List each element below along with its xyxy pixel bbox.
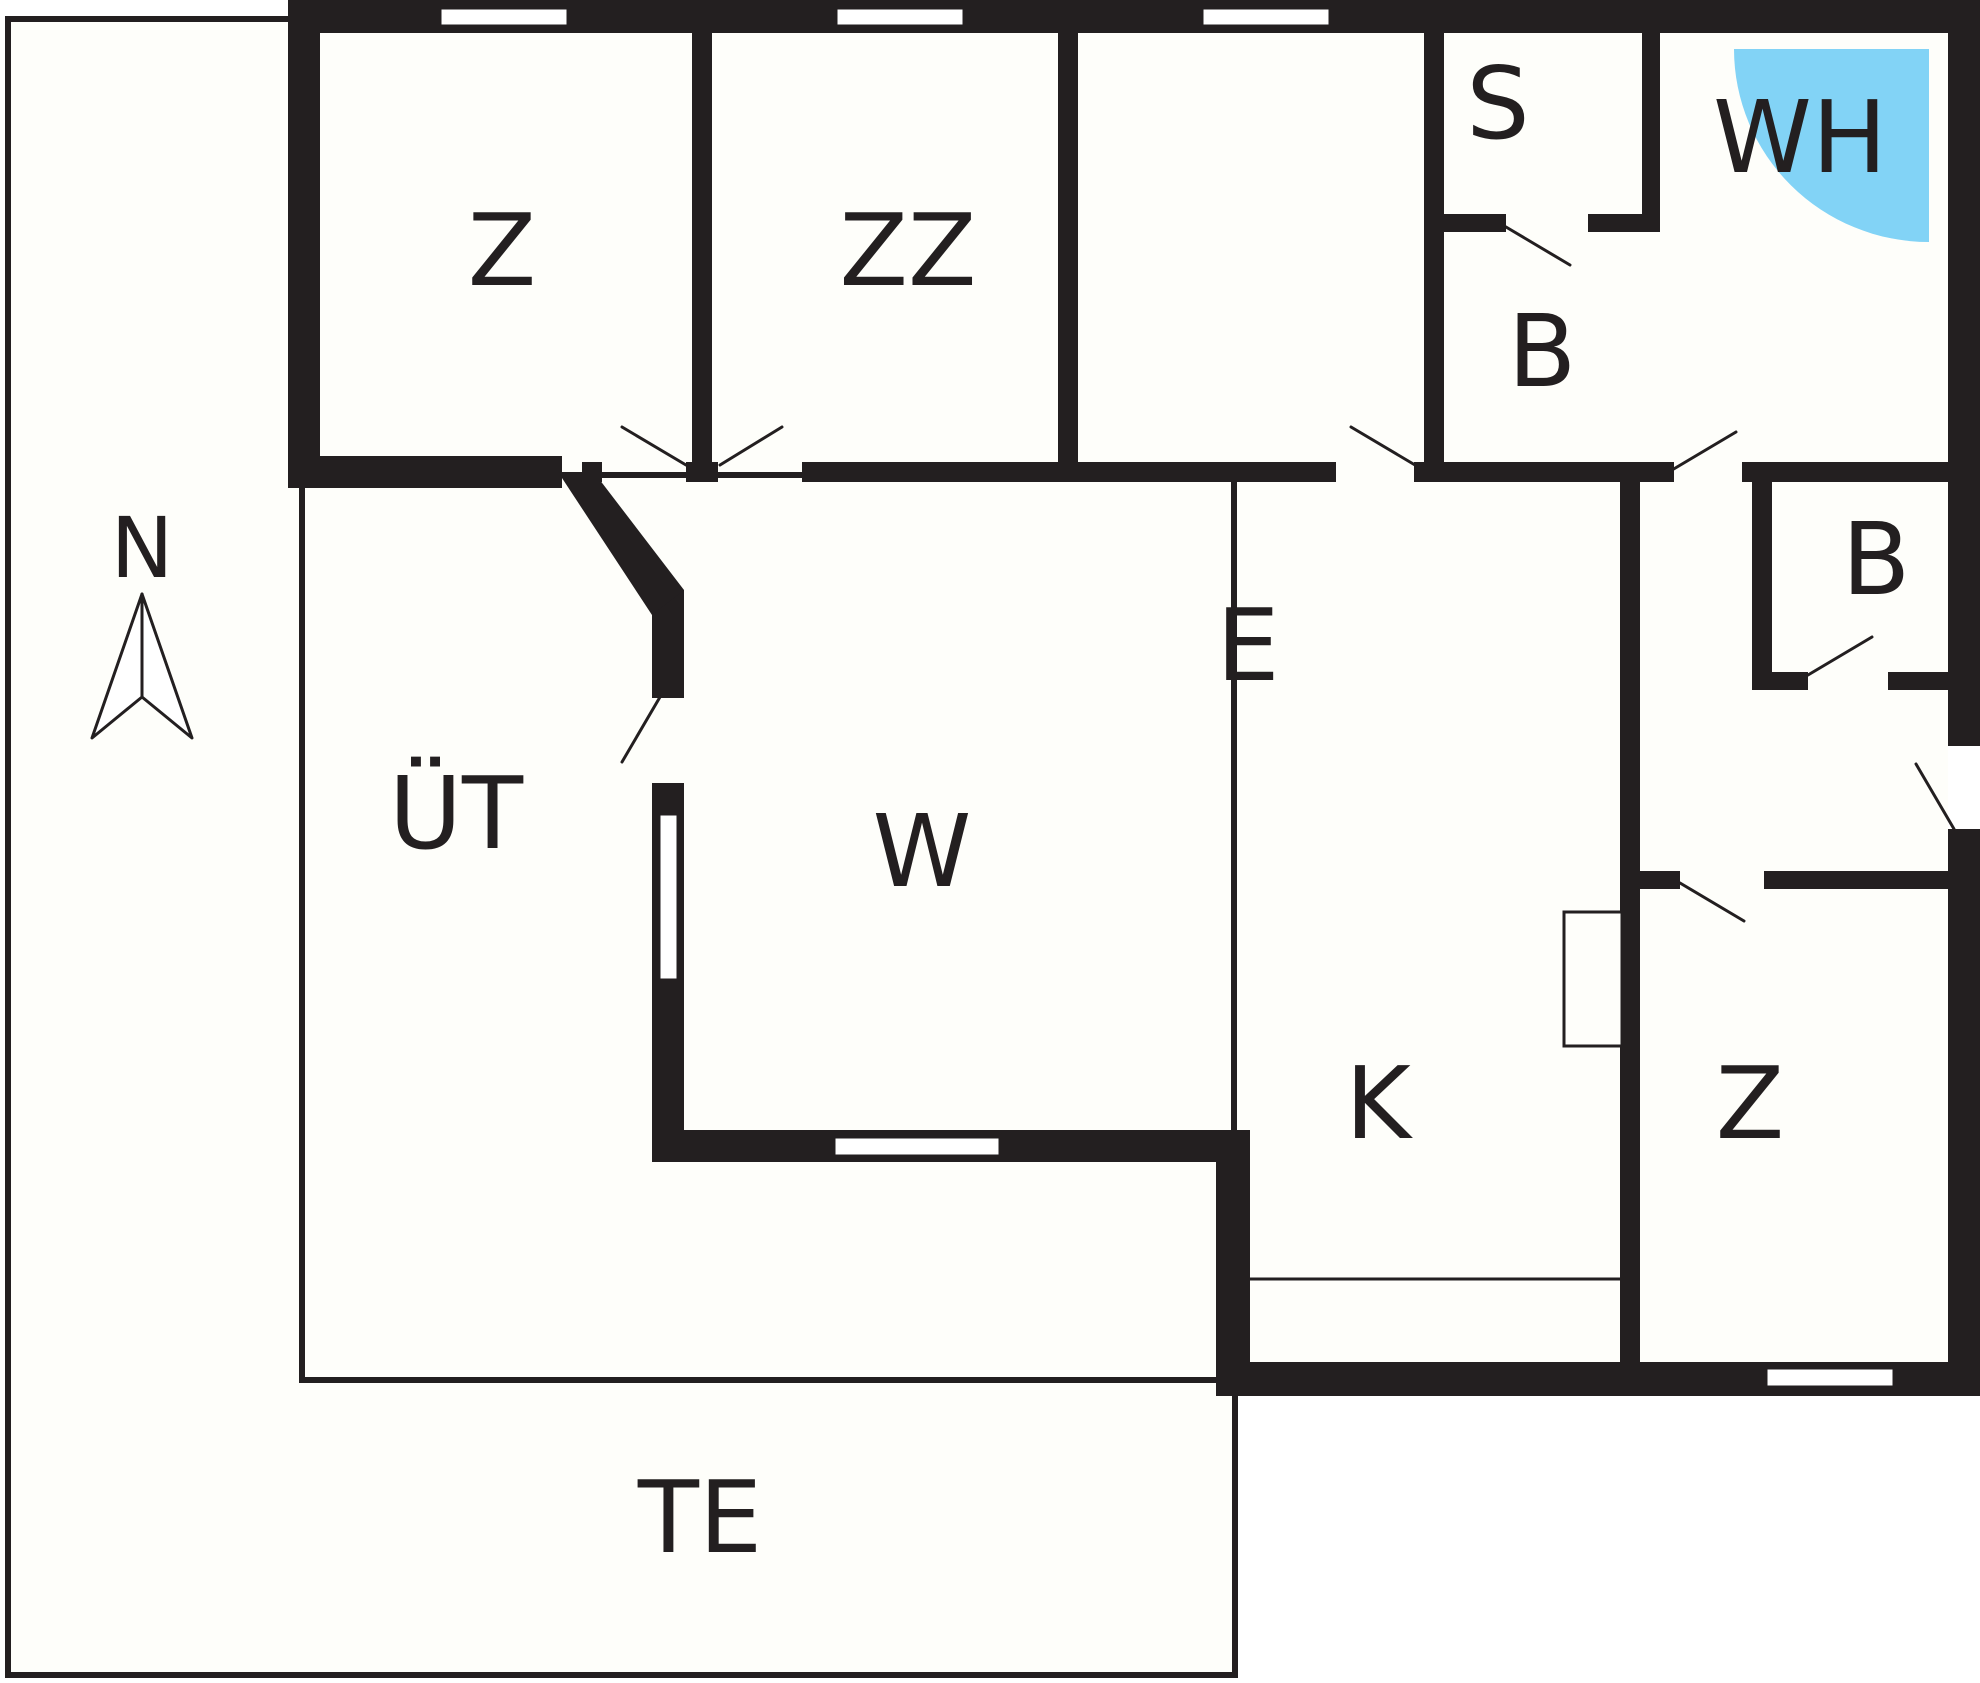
door-swings [620, 225, 1956, 923]
kitchen-fixtures [1250, 910, 1624, 1281]
room-label-sauna: S [1466, 45, 1529, 162]
room-label-bathroom-upper: B [1508, 293, 1577, 410]
room-label-entrance: E [1216, 587, 1279, 704]
room-label-bedroom-east: Z [1716, 1045, 1785, 1162]
room-label-bathroom-lower: B [1842, 501, 1911, 618]
north-label: N [111, 499, 174, 597]
room-label-kitchen: K [1345, 1045, 1413, 1162]
room-label-covered-terrace: ÜT [389, 755, 524, 872]
room-label-living: W [873, 793, 972, 910]
room-label-whirlpool: WH [1713, 79, 1887, 196]
whirlpool-tub [1734, 49, 1929, 242]
north-arrow-icon [90, 592, 194, 740]
east-door-opening [1948, 746, 1980, 829]
room-label-terrace: TE [637, 1459, 762, 1576]
walls [288, 0, 1980, 1396]
windows [438, 6, 1896, 1389]
room-label-bedroom: Z [468, 192, 537, 309]
room-label-double-bedroom: ZZ [839, 192, 976, 309]
covered-terrace-outline [299, 472, 1237, 1383]
